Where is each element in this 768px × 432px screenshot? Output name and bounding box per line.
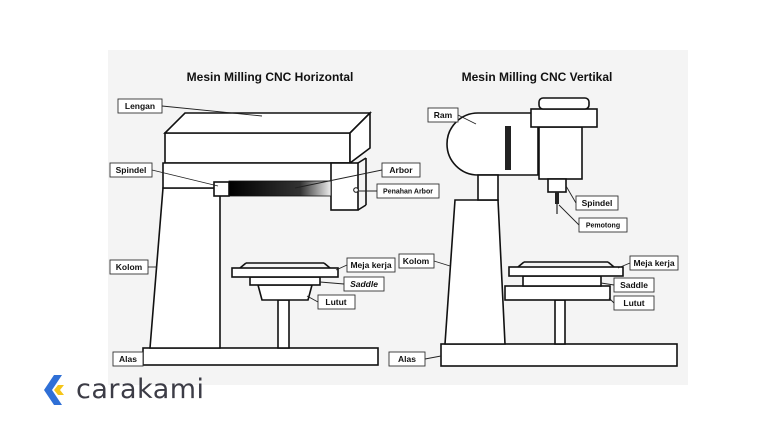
vertical-head-top (538, 97, 590, 110)
horizontal-spindle (213, 181, 230, 197)
label-saddle-v: Saddle (620, 280, 648, 290)
horizontal-column (149, 187, 221, 349)
label-ram: Ram (434, 110, 453, 120)
label-spindel-h: Spindel (116, 165, 147, 175)
horizontal-table (231, 267, 339, 278)
horizontal-overarm (164, 132, 351, 164)
vertical-column (444, 199, 506, 345)
vertical-cutter (555, 192, 559, 204)
horizontal-arbor-support (330, 162, 359, 211)
horizontal-arbor (228, 180, 332, 197)
label-lutut-h: Lutut (325, 297, 346, 307)
title-vertical: Mesin Milling CNC Vertikal (462, 70, 613, 84)
vertical-base (440, 343, 678, 367)
label-spindel-v: Spindel (582, 198, 613, 208)
carakami-logo: carakami (40, 370, 205, 410)
title-horizontal: Mesin Milling CNC Horizontal (187, 70, 354, 84)
label-kolom-v: Kolom (403, 256, 430, 266)
horizontal-overarm-top (163, 112, 372, 134)
label-box-alas-h (112, 351, 144, 367)
horizontal-knee (256, 284, 314, 301)
carakami-logo-icon (44, 375, 64, 405)
vertical-ram-neck (477, 174, 499, 201)
label-meja-kerja-v: Meja kerja (633, 258, 674, 268)
vertical-table (508, 266, 624, 277)
vertical-ram (446, 112, 539, 176)
label-kolom-h: Kolom (116, 262, 143, 272)
vertical-spindle (547, 178, 567, 193)
label-alas-h: Alas (119, 354, 137, 364)
label-arbor: Arbor (389, 165, 413, 175)
vertical-spindle-head (538, 126, 583, 180)
horizontal-base (142, 347, 379, 366)
carakami-wordmark: carakami (76, 374, 205, 405)
vertical-knee (504, 285, 611, 301)
label-penahan-arbor: Penahan Arbor (383, 189, 433, 196)
label-meja-kerja-h: Meja kerja (350, 260, 391, 270)
label-lengan: Lengan (125, 101, 155, 111)
horizontal-saddle (249, 276, 321, 286)
horizontal-knee-stem (277, 299, 290, 349)
vertical-knee-stem (554, 299, 566, 345)
label-pemotong: Pemotong (586, 223, 620, 230)
label-alas-v: Alas (398, 354, 416, 364)
vertical-head-cap (530, 108, 598, 128)
label-lutut-v: Lutut (623, 298, 644, 308)
horizontal-overarm-side (349, 111, 371, 165)
label-saddle-h: Saddle (350, 279, 378, 289)
vertical-saddle (522, 275, 602, 287)
